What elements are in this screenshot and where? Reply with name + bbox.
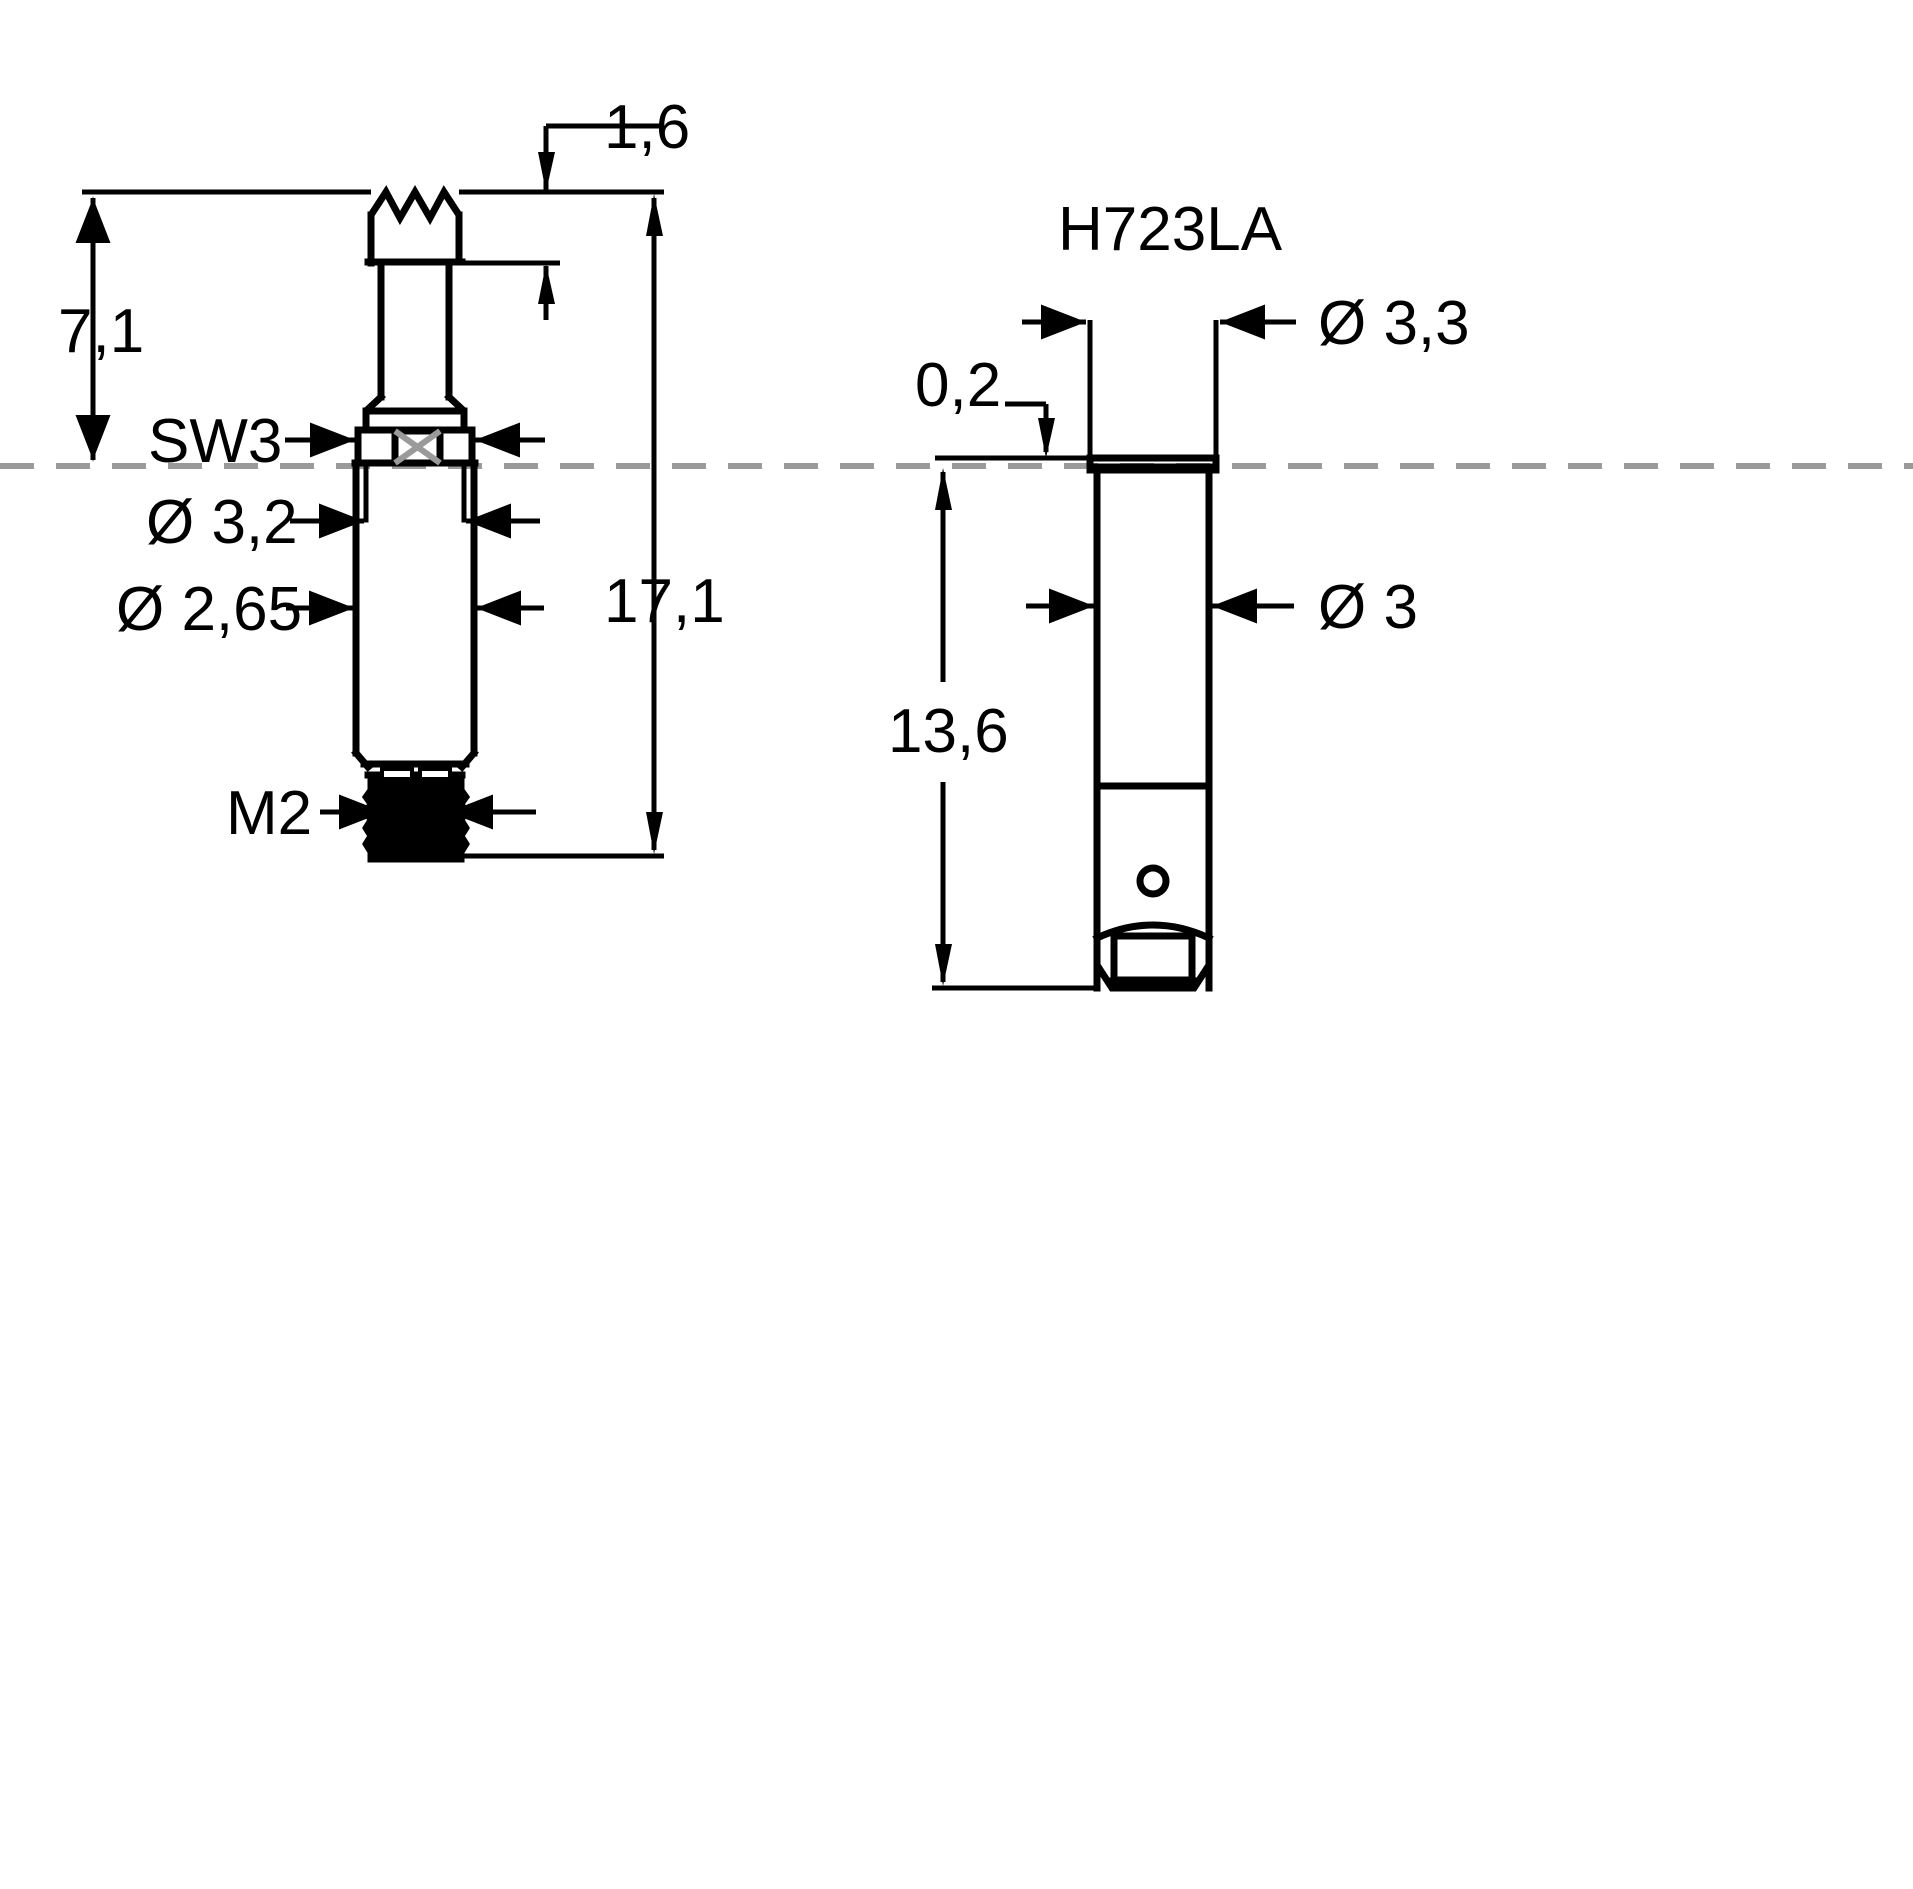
dim-17-1-text: 17,1 (604, 567, 725, 636)
dim-0-2-text: 0,2 (915, 351, 1001, 420)
dim-d32-group: Ø 3,2 (146, 488, 540, 557)
lower-barrel (352, 462, 478, 757)
crown-serration-profile (367, 184, 463, 249)
hex-hatch-diag-2 (393, 428, 442, 466)
dim-d265-text: Ø 2,65 (116, 575, 302, 644)
m2-thread-profile (361, 775, 471, 863)
barrel-inner-bore-lines (363, 463, 467, 523)
left-part-geometry (351, 184, 479, 863)
dim-17-1-arrow-top (646, 194, 663, 236)
right-tip-end-chamfers (1093, 934, 1213, 992)
dim-13-6-arrow-top (935, 468, 952, 510)
m2-thread-top-slot-right (418, 767, 452, 781)
right-part-geometry: H723LA (1058, 195, 1283, 992)
plunger-shaft (377, 258, 453, 401)
dim-d32-text: Ø 3,2 (146, 488, 298, 557)
dim-1-6-group: 1,6 (462, 93, 690, 320)
right-tip-inner-recess (1110, 932, 1196, 984)
dim-m2-text: M2 (226, 779, 312, 848)
dim-d265-group: Ø 2,65 (116, 575, 544, 644)
dim-1-6-arrow-up-lower (538, 264, 555, 304)
dim-7-1-group: 7,1 (58, 189, 371, 462)
dim-13-6-text: 13,6 (888, 697, 1009, 766)
hex-sw3-block (354, 426, 476, 466)
dim-sw3-text: SW3 (148, 407, 282, 476)
dim-d33-text: Ø 3,3 (1318, 289, 1470, 358)
dim-1-6-arrow-down-top (538, 152, 555, 192)
dim-1-6-text: 1,6 (604, 93, 690, 162)
right-part-label: H723LA (1058, 195, 1283, 264)
dim-7-1-arrow-top (84, 196, 102, 238)
hex-cross-hatch-icon (391, 427, 444, 467)
dim-7-1-text: 7,1 (58, 297, 144, 366)
right-body-walls (1093, 466, 1213, 790)
dim-17-1-arrow-bottom (646, 812, 663, 854)
dim-13-6-group: 13,6 (888, 468, 1097, 991)
crown-side-walls (367, 211, 463, 266)
right-body-through-hole (1136, 864, 1170, 898)
dim-d3-group: Ø 3 (1026, 573, 1418, 642)
dim-7-1-arrow-bottom (84, 420, 102, 462)
m2-thread-top-slot-left (380, 767, 414, 781)
dim-0-2-arrow (1038, 418, 1055, 458)
dim-17-1-group: 17,1 (452, 189, 725, 859)
right-flange (1086, 454, 1220, 474)
dim-13-6-arrow-bottom (935, 944, 952, 986)
dim-sw3-group: SW3 (148, 407, 545, 476)
dim-d3-text: Ø 3 (1318, 573, 1418, 642)
dim-0-2-group: 0,2 (915, 351, 1090, 461)
dim-m2-group: M2 (226, 779, 536, 848)
right-tip-curved-seat (1092, 921, 1214, 943)
dim-d33-group: Ø 3,3 (1022, 289, 1470, 458)
hex-hatch-box (391, 427, 444, 467)
